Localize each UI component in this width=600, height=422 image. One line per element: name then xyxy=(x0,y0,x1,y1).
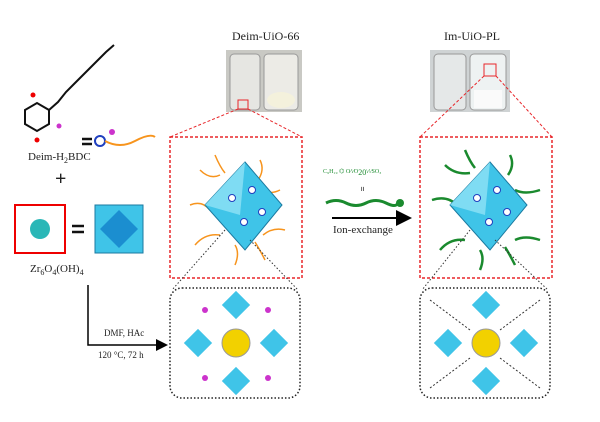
ionic-liquid-chain xyxy=(325,199,400,207)
red-dashed-box-left xyxy=(169,136,303,279)
ionic-liquid-formula: C₉H₁₉ ⌬ O⁄\⁄O20\⁄\⁄SO₃ xyxy=(323,168,382,178)
mof-octahedron-green xyxy=(431,149,541,271)
condition-temperature: 120 °C, 72 h xyxy=(98,350,144,360)
cluster-label: Zr6O4(OH)4 xyxy=(30,263,84,278)
photo-im-uio-pl xyxy=(430,50,510,112)
red-dashed-box-right xyxy=(419,136,553,279)
zoom-lines-dotted xyxy=(171,229,549,291)
title-deim-uio-66: Deim-UiO-66 xyxy=(232,29,300,43)
sulfonate-head xyxy=(396,199,404,207)
octahedron-left xyxy=(204,161,283,251)
plus-sign: + xyxy=(55,168,67,190)
ligand-molecule xyxy=(24,44,156,147)
equals-sign: = xyxy=(357,186,368,192)
synthesis-arrow xyxy=(87,285,168,351)
cluster-molecule xyxy=(14,204,144,254)
octahedron-right xyxy=(449,161,528,251)
title-im-uio-pl: Im-UiO-PL xyxy=(444,29,500,43)
zoom-lines-red xyxy=(169,75,553,138)
ligand-label: Deim-H2BDC xyxy=(28,151,91,166)
ion-exchange-label: Ion-exchange xyxy=(333,224,393,236)
condition-solvent: DMF, HAc xyxy=(104,328,145,338)
framework-structure-right xyxy=(429,290,541,396)
photo-deim-uio-66 xyxy=(226,50,302,112)
